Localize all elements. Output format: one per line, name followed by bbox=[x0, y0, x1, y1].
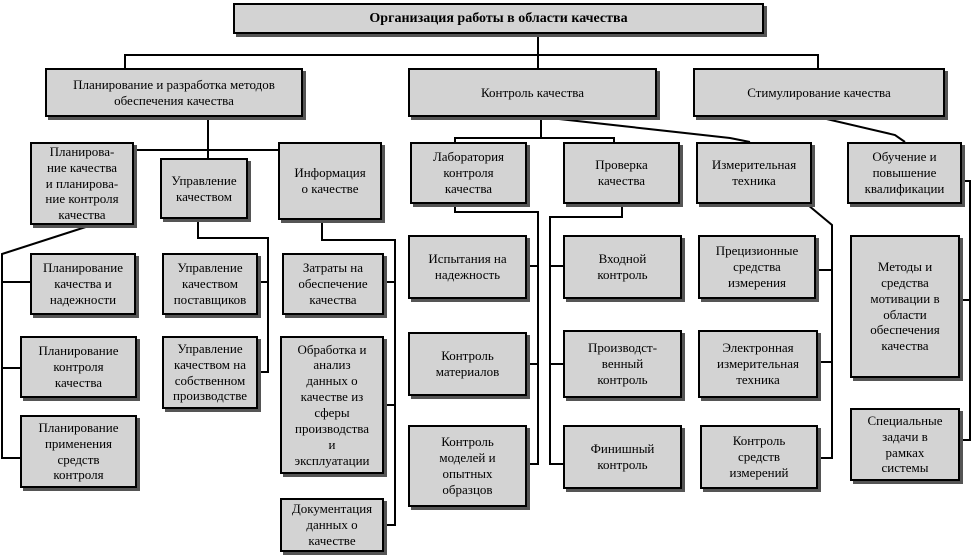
training-box: Обучение и повышение квалификации bbox=[847, 142, 962, 204]
connector bbox=[321, 219, 396, 526]
connector bbox=[541, 137, 615, 142]
quality-mgmt-box: Управление качеством bbox=[160, 158, 248, 219]
incoming-control-box: Входной контроль bbox=[563, 235, 682, 299]
documentation-box: Документация данных о качестве bbox=[280, 498, 384, 552]
root-title-box: Организация работы в области качества bbox=[233, 3, 764, 34]
laboratory-box: Лаборатория контроля качества bbox=[410, 142, 527, 204]
reliability-tests-box: Испытания на надежность bbox=[408, 235, 527, 299]
branch-control-box: Контроль качества bbox=[408, 68, 657, 117]
planning-control-box: Планирование контроля качества bbox=[20, 336, 137, 398]
connector bbox=[960, 180, 971, 441]
special-tasks-box: Специальные задачи в рамках системы bbox=[850, 408, 960, 481]
motivation-box: Методы и средства мотивации в области об… bbox=[850, 235, 960, 378]
quality-costs-box: Затраты на обеспечение качества bbox=[282, 253, 384, 315]
electronic-measuring-box: Электронная измерительная техника bbox=[698, 330, 818, 398]
measuring-tech-box: Измерительная техника bbox=[696, 142, 812, 204]
inspection-box: Проверка качества bbox=[563, 142, 680, 204]
connector bbox=[807, 204, 833, 459]
quality-info-box: Информация о качестве bbox=[278, 142, 382, 220]
connector bbox=[549, 205, 623, 465]
models-control-box: Контроль моделей и опытных образцов bbox=[408, 425, 527, 507]
connector bbox=[540, 116, 751, 143]
connector bbox=[197, 219, 269, 373]
planning-qc-box: Планирова- ние качества и планирова- ние… bbox=[30, 142, 134, 225]
planning-reliability-box: Планирование качества и надежности bbox=[30, 253, 136, 315]
connector bbox=[0, 223, 96, 459]
supplier-mgmt-box: Управление качеством поставщиков bbox=[162, 253, 258, 315]
branch-stimulation-box: Стимулирование качества bbox=[693, 68, 945, 117]
materials-control-box: Контроль материалов bbox=[408, 332, 527, 396]
instruments-control-box: Контроль средств измерений bbox=[700, 425, 818, 489]
connector bbox=[538, 54, 819, 70]
connector bbox=[817, 116, 906, 143]
data-analysis-box: Обработка и анализ данных о качестве из … bbox=[280, 336, 384, 474]
connector bbox=[124, 33, 539, 70]
connector bbox=[454, 203, 539, 465]
branch-planning-box: Планирование и разработка методов обеспе… bbox=[45, 68, 303, 117]
planning-tools-box: Планирование применения средств контроля bbox=[20, 415, 137, 488]
final-control-box: Финишный контроль bbox=[563, 425, 682, 489]
production-control-box: Производст- венный контроль bbox=[563, 330, 682, 398]
connector bbox=[454, 117, 542, 142]
own-production-mgmt-box: Управление качеством на собственном прои… bbox=[162, 336, 258, 409]
precision-instruments-box: Прецизионные средства измерения bbox=[698, 235, 816, 299]
